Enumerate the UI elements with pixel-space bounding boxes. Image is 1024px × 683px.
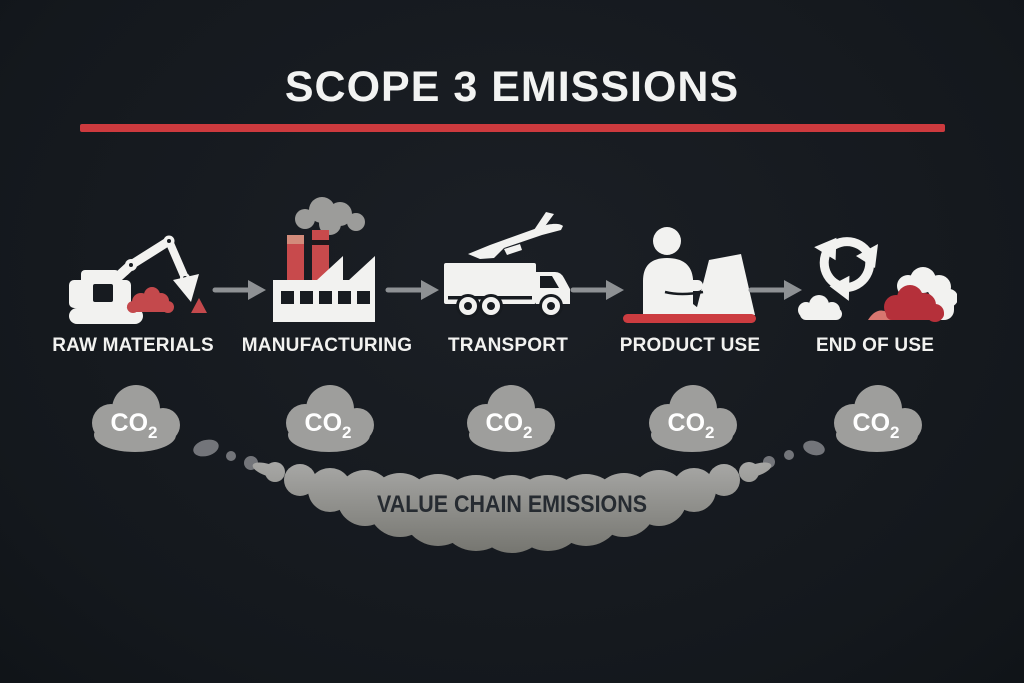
right-arrow-icon (385, 280, 439, 300)
stage-label: PRODUCT USE (619, 335, 761, 356)
svg-text:CO2: CO2 (668, 409, 715, 442)
co2-cloud: CO2 (467, 385, 555, 452)
recycle-waste-icon (798, 222, 957, 322)
co2-cloud: CO2 (286, 385, 374, 452)
right-arrow-icon (748, 280, 802, 300)
title-divider (80, 124, 945, 132)
stage-transport: TRANSPORT CO2 (408, 195, 608, 465)
co2-cloud: CO2 (834, 385, 922, 452)
co2-cloud: CO2 (649, 385, 737, 452)
stage-product-use: PRODUCT USE CO2 (590, 195, 790, 465)
cloud-trail-dots-left (193, 439, 258, 470)
stage-label: TRANSPORT (447, 335, 569, 356)
value-chain-label: VALUE CHAIN EMISSIONS (377, 491, 647, 518)
svg-text:CO2: CO2 (111, 409, 158, 442)
svg-text:CO2: CO2 (486, 409, 533, 442)
right-arrow-icon (212, 280, 266, 300)
stage-label: END OF USE (815, 335, 935, 356)
excavator-icon (69, 235, 207, 324)
stage-label: RAW MATERIALS (52, 335, 214, 356)
svg-text:CO2: CO2 (853, 409, 900, 442)
truck-plane-icon (444, 212, 570, 318)
person-laptop-icon (623, 227, 756, 323)
value-chain-cloud: VALUE CHAIN EMISSIONS (193, 439, 825, 553)
factory-icon (273, 197, 375, 322)
right-arrow-icon (570, 280, 624, 300)
stage-manufacturing: MANUFACTURING CO2 (227, 195, 427, 465)
stage-label: MANUFACTURING (241, 335, 413, 356)
cloud-trail-dots-right (763, 440, 825, 468)
stage-raw-materials: RAW MATERIALS CO2 (33, 195, 233, 465)
co2-cloud: CO2 (92, 385, 180, 452)
stage-end-of-use: END OF USE CO2 (775, 195, 975, 465)
svg-text:CO2: CO2 (305, 409, 352, 442)
page-title: SCOPE 3 EMISSIONS (284, 63, 740, 111)
